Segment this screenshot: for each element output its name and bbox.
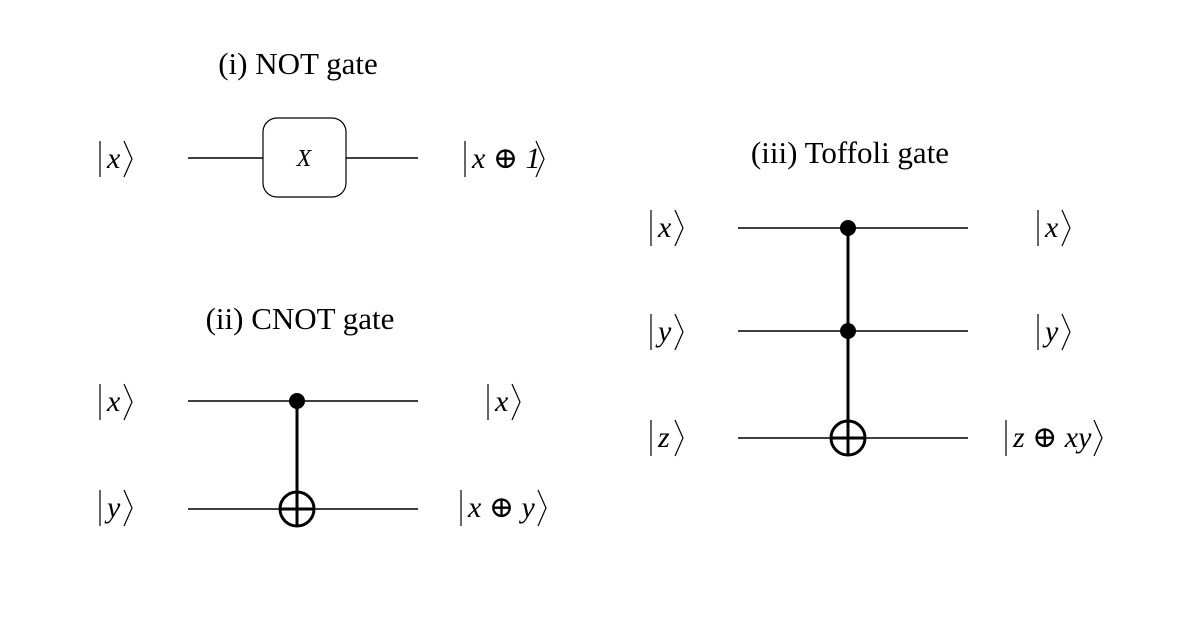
not-input-ket: x [99, 140, 133, 178]
toffoli-input-ket-y: y [650, 313, 684, 351]
toffoli-target-xor [829, 419, 867, 457]
toffoli-control-dot-y [840, 323, 856, 339]
cnot-input-ket-x: x [99, 383, 133, 421]
not-gate-panel: (i) NOT gate x X x ⊕ 1 [99, 46, 545, 198]
toffoli-output-label-x: x [1044, 211, 1059, 244]
toffoli-input-label-x: x [657, 211, 672, 244]
toffoli-output-ket-y: y [1037, 313, 1071, 351]
toffoli-input-label-z: z [657, 421, 670, 454]
toffoli-output-label-y: y [1042, 315, 1059, 348]
toffoli-input-ket-x: x [650, 209, 684, 247]
toffoli-control-dot-x [840, 220, 856, 236]
cnot-gate-panel: (ii) CNOT gate x y x x ⊕ y [99, 301, 547, 528]
toffoli-gate-title: (iii) Toffoli gate [751, 135, 949, 170]
toffoli-input-ket-z: z [650, 419, 684, 457]
cnot-output-label-xy: x ⊕ y [467, 491, 535, 524]
cnot-target-xor [278, 490, 316, 528]
cnot-input-label-x: x [106, 385, 121, 418]
toffoli-output-ket-x: x [1037, 209, 1071, 247]
toffoli-output-label-zxy: z ⊕ xy [1012, 421, 1092, 454]
toffoli-output-ket-zxy: z ⊕ xy [1005, 419, 1103, 457]
not-output-label: x ⊕ 1 [471, 142, 540, 175]
cnot-input-ket-y: y [99, 489, 133, 527]
cnot-gate-title: (ii) CNOT gate [206, 301, 395, 336]
cnot-output-ket-x: x [487, 383, 521, 421]
cnot-output-label-x: x [494, 385, 509, 418]
not-input-label: x [106, 142, 121, 175]
not-output-ket: x ⊕ 1 [464, 140, 545, 178]
toffoli-input-label-y: y [655, 315, 672, 348]
cnot-input-label-y: y [104, 491, 121, 524]
not-gate-title: (i) NOT gate [218, 46, 378, 81]
toffoli-gate-panel: (iii) Toffoli gate x y z x [650, 135, 1103, 457]
not-gate-label: X [296, 146, 313, 172]
cnot-output-ket-xy: x ⊕ y [460, 489, 547, 527]
cnot-control-dot [289, 393, 305, 409]
